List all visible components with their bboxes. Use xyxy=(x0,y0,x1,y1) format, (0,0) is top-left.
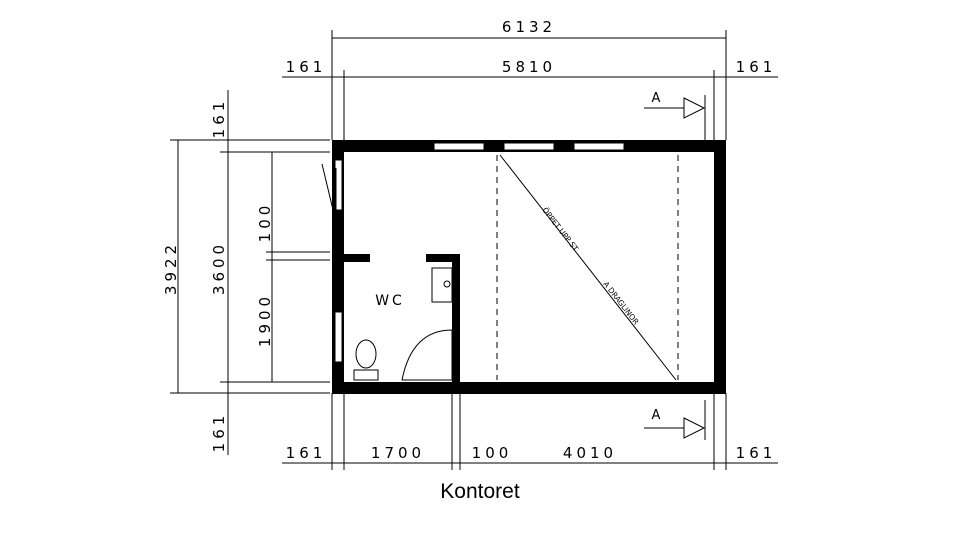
dim-right-wall-top: 161 xyxy=(736,58,777,76)
dimension-lines xyxy=(170,30,778,470)
walls xyxy=(332,140,726,394)
windows xyxy=(334,142,625,363)
dim-right-wall-bottom: 161 xyxy=(736,444,777,462)
sink-icon xyxy=(431,267,453,303)
dim-bottom-wall: 161 xyxy=(210,412,228,453)
dim-left-wall-top: 161 xyxy=(286,58,327,76)
dim-inner-width: 5810 xyxy=(502,58,556,76)
toilet-icon xyxy=(355,339,377,369)
room-label-wc: WC xyxy=(375,293,405,309)
dim-wc-depth: 1900 xyxy=(256,293,274,347)
dim-left-wall-bottom: 161 xyxy=(286,444,327,462)
note-part1: ÖPPET UPP ST xyxy=(540,206,580,254)
dim-wc-width: 1700 xyxy=(371,444,425,462)
dim-top-wall: 161 xyxy=(210,98,228,139)
door-and-fixtures xyxy=(321,154,677,381)
dim-overall-depth: 3922 xyxy=(162,241,180,295)
shower-icon xyxy=(401,329,453,381)
drawing-caption: Kontoret xyxy=(440,480,520,503)
dim-overall-width: 6132 xyxy=(502,18,556,36)
dim-partition: 100 xyxy=(472,444,513,462)
section-marker-bottom: A xyxy=(652,408,661,423)
dim-inner-depth: 3600 xyxy=(210,241,228,295)
note-part2: A DRAGLINOR xyxy=(601,280,640,327)
section-marker-top: A xyxy=(652,91,661,106)
dim-office-width: 4010 xyxy=(563,444,617,462)
drag-lines xyxy=(496,155,679,380)
dim-door-segment: 100 xyxy=(256,202,274,243)
